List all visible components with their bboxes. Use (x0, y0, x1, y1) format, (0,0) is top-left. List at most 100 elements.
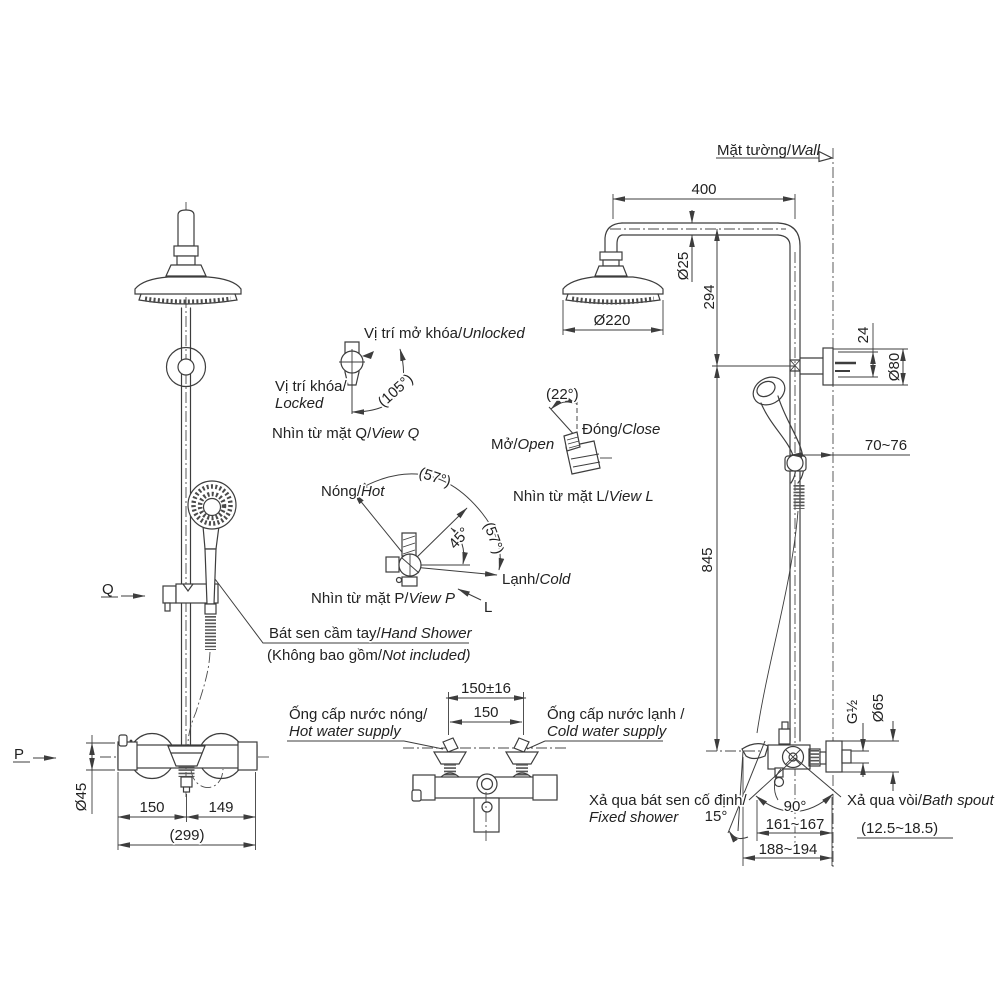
front-view-shower-column (100, 202, 272, 797)
cold-coupler (504, 751, 540, 765)
hot-leader (403, 740, 444, 750)
diverter-knob-inner (480, 777, 494, 791)
hand-shower-label: Bát sen cầm tay/Hand Shower (269, 625, 473, 642)
hot-joint-arc (440, 772, 460, 778)
locked-label-vi: Vị trí khóa/ (275, 378, 348, 395)
hose-loop (190, 768, 224, 788)
valve-bottom-p (401, 576, 418, 587)
dim-wall-gap: 70~76 (865, 437, 907, 454)
hand-shower-note: (Không bao gồm/Not included) (267, 647, 470, 664)
side-view-shower-column (562, 148, 856, 868)
hand-shower-side-head (752, 376, 786, 406)
unlocked-label: Vị trí mở khóa/Unlocked (364, 325, 525, 342)
spray-hub (202, 497, 222, 517)
check-lever (118, 734, 128, 747)
supply-detail: 150±16 150 Ống cấp nước nóng/ Hot water … (287, 678, 687, 843)
sweep-arc (355, 473, 505, 571)
spray-ring-outer (191, 484, 233, 526)
head-collar-side (599, 251, 623, 261)
head-flange (165, 264, 207, 277)
holder-knob (162, 585, 177, 604)
close-label: Đóng/Close (582, 421, 660, 438)
dim-24: 24 (855, 327, 872, 344)
valve-axis-side (788, 752, 798, 762)
hose-nut (204, 603, 217, 615)
lever-dot (129, 739, 133, 743)
fixed-shower-label: Xả qua bát sen cố định/ (589, 792, 747, 809)
locked-label-en: Locked (275, 395, 324, 412)
marker-p: P (14, 746, 24, 763)
view-l-detail: (22°) Đóng/Close Mở/Open Nhìn từ mặt L/V… (489, 384, 662, 507)
column-cone (167, 745, 206, 767)
holder-ring-side (786, 454, 804, 472)
hot-label: Nóng/Hot (321, 483, 385, 500)
cold-leader (526, 740, 546, 750)
arm-bend-outer (777, 222, 801, 742)
spray-ring-inner (197, 491, 227, 521)
dim-left-150: 150 (139, 799, 164, 816)
arm-bend-inner (777, 234, 791, 742)
dim-reach2: 188~194 (759, 841, 818, 858)
hand-shower-handle (204, 548, 217, 605)
bath-spout-label: Xả qua vòi/Bath spout (847, 792, 995, 809)
shower-rim-side (565, 293, 661, 305)
spray-line-vert (737, 750, 744, 832)
hot-supply-label-en: Hot water supply (289, 723, 402, 740)
overhead-shower-front (134, 276, 242, 295)
angle-57-hot: (57°) (417, 464, 453, 490)
unlock-arc (351, 348, 406, 415)
valve-cap-right (237, 741, 258, 771)
top-pipe (177, 209, 195, 247)
wall-label: Mặt tường/Wall (717, 142, 821, 159)
dim-15: 15° (705, 808, 728, 825)
valve-left-p (385, 556, 400, 573)
hand-shower-side-face (756, 380, 776, 398)
lever-pointer (362, 351, 374, 359)
spout-link (819, 751, 827, 765)
dim-arm-400: 400 (691, 181, 716, 198)
nozzle-face (144, 296, 232, 305)
outlet-nut (180, 776, 193, 788)
front-view-dimensions: Ø45 150 149 (299) P Q Bát sen cầm tay/Ha… (12, 578, 474, 850)
wall-arrow (818, 150, 834, 163)
hose-side (756, 510, 799, 734)
arc-90 (755, 793, 834, 812)
outlet-tip (182, 786, 191, 793)
cold-label: Lạnh/Cold (502, 571, 571, 588)
view-q-detail: (105°) Vị trí mở khóa/Unlocked Vị trí kh… (270, 323, 527, 444)
wall-bracket (822, 347, 834, 386)
spout-dot (481, 801, 493, 813)
spray-line-15 (727, 740, 766, 834)
dim-height-845: 845 (699, 547, 716, 572)
diverter-knob (476, 773, 498, 795)
marker-l: L (484, 599, 492, 616)
dim-dia65: Ø65 (870, 694, 887, 722)
hand-shower-leader (214, 578, 469, 644)
hose-line (187, 651, 211, 746)
hot-supply-label: Ống cấp nước nóng/ (289, 705, 428, 723)
wall-mount-hub (177, 358, 195, 376)
hot-supply-pipe (442, 737, 459, 753)
supply-lever (411, 789, 422, 802)
dim-arm-dia: Ø25 (675, 252, 692, 280)
swing-left (748, 757, 796, 801)
open-label: Mở/Open (491, 436, 554, 453)
arc-15 (728, 830, 749, 843)
dim-thread: G½ (844, 699, 861, 724)
holder-notch (182, 583, 194, 593)
cold-supply-pipe (513, 737, 530, 753)
dim-total-299: (299) (169, 827, 204, 844)
hot-coupler (432, 751, 468, 765)
supply-cap-right (532, 774, 558, 801)
open-arc (550, 396, 578, 410)
swing-right (794, 757, 842, 798)
nozzle-face-side (571, 296, 655, 305)
angle-22: (22°) (546, 386, 579, 403)
view-l-caption: Nhìn từ mặt L/View L (513, 488, 654, 505)
view-q-caption: Nhìn từ mặt Q/View Q (272, 425, 420, 442)
pipe-collar (173, 245, 199, 257)
dim-valve-dia: Ø45 (73, 783, 90, 811)
cold-supply-label-en: Cold water supply (547, 723, 668, 740)
pipe-collar2 (176, 255, 196, 266)
